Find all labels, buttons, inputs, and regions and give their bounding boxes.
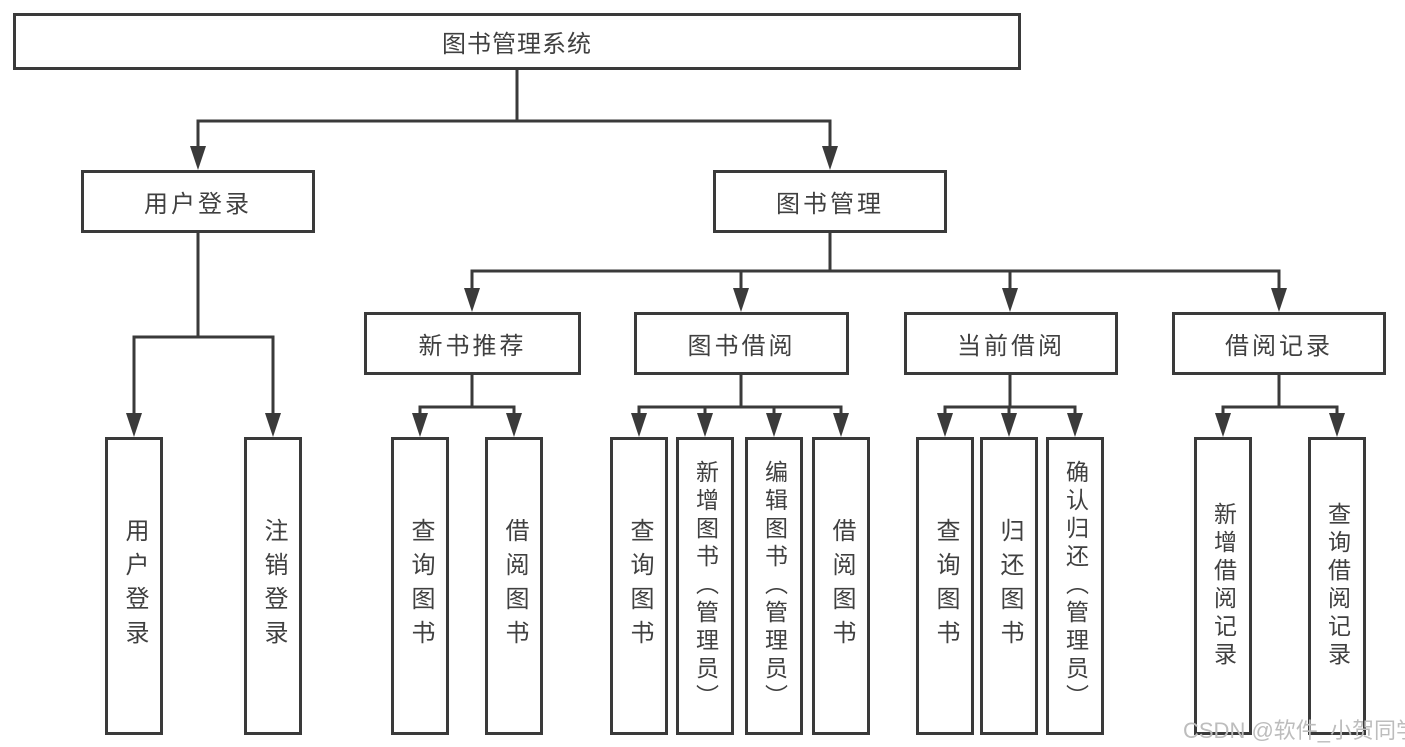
leaf-query-book-1: 查询图书 bbox=[391, 437, 449, 735]
leaf-query-book-2: 查询图书 bbox=[610, 437, 668, 735]
node-current-borrowing: 当前借阅 bbox=[904, 312, 1118, 375]
node-label: 注销登录 bbox=[260, 518, 287, 654]
leaf-user-login: 用户登录 bbox=[105, 437, 163, 735]
edge-new-book-rec-to-leaves bbox=[412, 373, 522, 437]
node-label: 确认归还（管理员） bbox=[1062, 460, 1089, 712]
node-label: 查询图书 bbox=[626, 518, 653, 654]
leaf-borrow-book-2: 借阅图书 bbox=[812, 437, 870, 735]
csdn-watermark: CSDN @软件_小贺同学 bbox=[1183, 718, 1405, 743]
node-label: 查询图书 bbox=[932, 518, 959, 654]
node-library-management-system: 图书管理系统 bbox=[13, 13, 1021, 70]
node-label: 图书管理系统 bbox=[442, 31, 592, 58]
node-label: 归还图书 bbox=[996, 518, 1023, 654]
leaf-return-book: 归还图书 bbox=[980, 437, 1038, 735]
node-label: 当前借阅 bbox=[957, 333, 1065, 360]
node-label: 用户登录 bbox=[121, 518, 148, 654]
node-label: 新书推荐 bbox=[418, 333, 527, 360]
edge-user-login-to-leaves bbox=[126, 231, 281, 437]
edge-borrow-records-to-leaves bbox=[1215, 373, 1345, 437]
node-label: 图书借阅 bbox=[687, 333, 796, 360]
node-book-borrowing: 图书借阅 bbox=[634, 312, 849, 375]
leaf-query-borrow-record: 查询借阅记录 bbox=[1308, 437, 1366, 735]
node-label: 借阅记录 bbox=[1225, 333, 1333, 360]
leaf-add-book-admin: 新增图书（管理员） bbox=[676, 437, 734, 735]
leaf-query-book-3: 查询图书 bbox=[916, 437, 974, 735]
leaf-edit-book-admin: 编辑图书（管理员） bbox=[745, 437, 803, 735]
node-borrowing-records: 借阅记录 bbox=[1172, 312, 1386, 375]
node-label: 编辑图书（管理员） bbox=[761, 460, 788, 712]
node-label: 查询图书 bbox=[407, 518, 434, 654]
node-user-login: 用户登录 bbox=[81, 170, 315, 233]
edge-book-mgmt-to-level3 bbox=[464, 231, 1287, 312]
leaf-borrow-book-1: 借阅图书 bbox=[485, 437, 543, 735]
node-label: 新增借阅记录 bbox=[1210, 502, 1237, 670]
edge-current-borrow-to-leaves bbox=[937, 373, 1083, 437]
node-label: 图书管理 bbox=[776, 191, 884, 218]
node-book-management: 图书管理 bbox=[713, 170, 947, 233]
node-label: 用户登录 bbox=[144, 191, 252, 218]
node-label: 借阅图书 bbox=[828, 518, 855, 654]
leaf-confirm-return-admin: 确认归还（管理员） bbox=[1046, 437, 1104, 735]
node-label: 查询借阅记录 bbox=[1324, 502, 1351, 670]
node-new-book-recommendation: 新书推荐 bbox=[364, 312, 581, 375]
leaf-add-borrow-record: 新增借阅记录 bbox=[1194, 437, 1252, 735]
edge-root-to-level2 bbox=[190, 68, 838, 170]
leaf-logout: 注销登录 bbox=[244, 437, 302, 735]
node-label: 新增图书（管理员） bbox=[692, 460, 719, 712]
edge-book-borrow-to-leaves bbox=[631, 373, 849, 437]
node-label: 借阅图书 bbox=[501, 518, 528, 654]
